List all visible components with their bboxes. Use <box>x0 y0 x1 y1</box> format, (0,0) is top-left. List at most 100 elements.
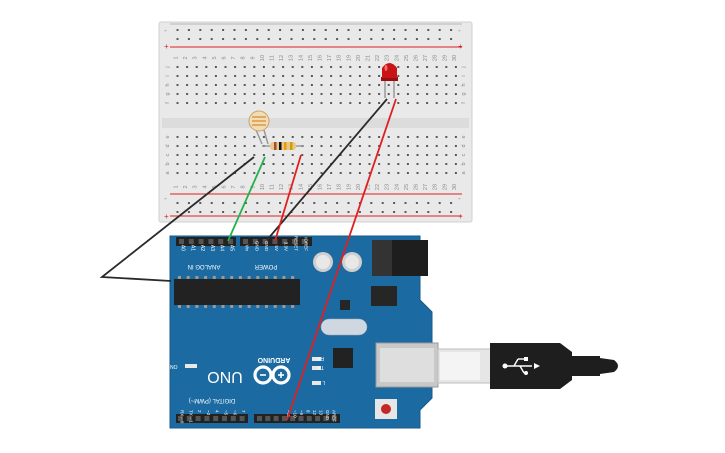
breadboard-hole[interactable] <box>205 163 208 165</box>
header-pin[interactable] <box>282 239 288 244</box>
breadboard-hole[interactable] <box>243 75 246 77</box>
breadboard-hole[interactable] <box>262 154 265 156</box>
breadboard-hole[interactable] <box>416 75 419 77</box>
breadboard-hole[interactable] <box>282 84 285 86</box>
breadboard-hole[interactable] <box>224 154 227 156</box>
breadboard-hole[interactable] <box>378 66 381 68</box>
breadboard-hole[interactable] <box>330 136 333 138</box>
breadboard-hole[interactable] <box>195 93 198 95</box>
breadboard-hole[interactable] <box>224 93 227 95</box>
breadboard-hole[interactable] <box>368 66 371 68</box>
digital-header-a[interactable] <box>176 414 248 423</box>
breadboard-hole[interactable] <box>272 154 275 156</box>
breadboard-hole[interactable] <box>205 154 208 156</box>
breadboard-hole[interactable] <box>397 154 400 156</box>
breadboard-hole[interactable] <box>320 136 323 138</box>
header-pin[interactable] <box>301 239 307 244</box>
rail-hole[interactable] <box>279 202 282 204</box>
breadboard-hole[interactable] <box>186 172 189 174</box>
breadboard-hole[interactable] <box>320 163 323 165</box>
breadboard-hole[interactable] <box>358 75 361 77</box>
breadboard-hole[interactable] <box>445 102 448 104</box>
breadboard-hole[interactable] <box>378 154 381 156</box>
wire-red-led[interactable] <box>286 98 397 421</box>
breadboard-hole[interactable] <box>435 93 438 95</box>
breadboard-hole[interactable] <box>214 136 217 138</box>
breadboard-hole[interactable] <box>291 84 294 86</box>
breadboard-hole[interactable] <box>320 84 323 86</box>
breadboard-hole[interactable] <box>176 75 179 77</box>
header-pin[interactable] <box>273 416 279 421</box>
breadboard-hole[interactable] <box>224 136 227 138</box>
rail-hole[interactable] <box>301 211 304 213</box>
breadboard-hole[interactable] <box>291 93 294 95</box>
rail-hole[interactable] <box>176 29 179 31</box>
breadboard-hole[interactable] <box>272 93 275 95</box>
rail-hole[interactable] <box>267 38 270 40</box>
breadboard-hole[interactable] <box>253 66 256 68</box>
rail-hole[interactable] <box>301 38 304 40</box>
breadboard-hole[interactable] <box>186 84 189 86</box>
rail-hole[interactable] <box>279 38 282 40</box>
breadboard-hole[interactable] <box>282 93 285 95</box>
breadboard-hole[interactable] <box>272 163 275 165</box>
breadboard-hole[interactable] <box>406 102 409 104</box>
wire-green-signal[interactable] <box>227 156 266 242</box>
breadboard-hole[interactable] <box>320 93 323 95</box>
breadboard-hole[interactable] <box>224 102 227 104</box>
rail-hole[interactable] <box>438 202 441 204</box>
breadboard-hole[interactable] <box>253 102 256 104</box>
breadboard-hole[interactable] <box>234 163 237 165</box>
rail-hole[interactable] <box>210 29 213 31</box>
breadboard-hole[interactable] <box>214 102 217 104</box>
breadboard-hole[interactable] <box>397 66 400 68</box>
breadboard-hole[interactable] <box>339 75 342 77</box>
breadboard-hole[interactable] <box>272 84 275 86</box>
breadboard-hole[interactable] <box>349 154 352 156</box>
rail-hole[interactable] <box>450 211 453 213</box>
breadboard-hole[interactable] <box>339 145 342 147</box>
breadboard-hole[interactable] <box>339 66 342 68</box>
rail-hole[interactable] <box>324 38 327 40</box>
breadboard-hole[interactable] <box>426 93 429 95</box>
breadboard-hole[interactable] <box>426 145 429 147</box>
breadboard-hole[interactable] <box>310 154 313 156</box>
rail-hole[interactable] <box>187 38 190 40</box>
breadboard-hole[interactable] <box>310 102 313 104</box>
rail-hole[interactable] <box>404 38 407 40</box>
breadboard-hole[interactable] <box>186 145 189 147</box>
rail-hole[interactable] <box>210 38 213 40</box>
header-pin[interactable] <box>290 416 296 421</box>
breadboard-hole[interactable] <box>195 163 198 165</box>
rail-hole[interactable] <box>301 202 304 204</box>
rail-hole[interactable] <box>415 29 418 31</box>
rail-hole[interactable] <box>256 211 259 213</box>
breadboard-hole[interactable] <box>186 102 189 104</box>
breadboard-hole[interactable] <box>397 163 400 165</box>
breadboard-hole[interactable] <box>339 136 342 138</box>
rail-hole[interactable] <box>187 211 190 213</box>
breadboard-hole[interactable] <box>214 84 217 86</box>
breadboard-hole[interactable] <box>368 93 371 95</box>
breadboard-hole[interactable] <box>176 93 179 95</box>
rail-hole[interactable] <box>290 29 293 31</box>
wires[interactable] <box>99 98 397 421</box>
breadboard-hole[interactable] <box>349 75 352 77</box>
breadboard-hole[interactable] <box>214 75 217 77</box>
breadboard-hole[interactable] <box>282 75 285 77</box>
header-pin[interactable] <box>179 239 184 244</box>
breadboard-hole[interactable] <box>186 163 189 165</box>
breadboard-hole[interactable] <box>234 75 237 77</box>
breadboard-hole[interactable] <box>397 136 400 138</box>
breadboard-hole[interactable] <box>406 75 409 77</box>
breadboard-hole[interactable] <box>272 172 275 174</box>
rail-hole[interactable] <box>415 211 418 213</box>
breadboard-hole[interactable] <box>426 136 429 138</box>
rail-hole[interactable] <box>244 202 247 204</box>
header-pin[interactable] <box>239 416 245 421</box>
rail-hole[interactable] <box>290 202 293 204</box>
breadboard-hole[interactable] <box>214 172 217 174</box>
breadboard-hole[interactable] <box>378 172 381 174</box>
breadboard-hole[interactable] <box>214 163 217 165</box>
breadboard-hole[interactable] <box>253 84 256 86</box>
